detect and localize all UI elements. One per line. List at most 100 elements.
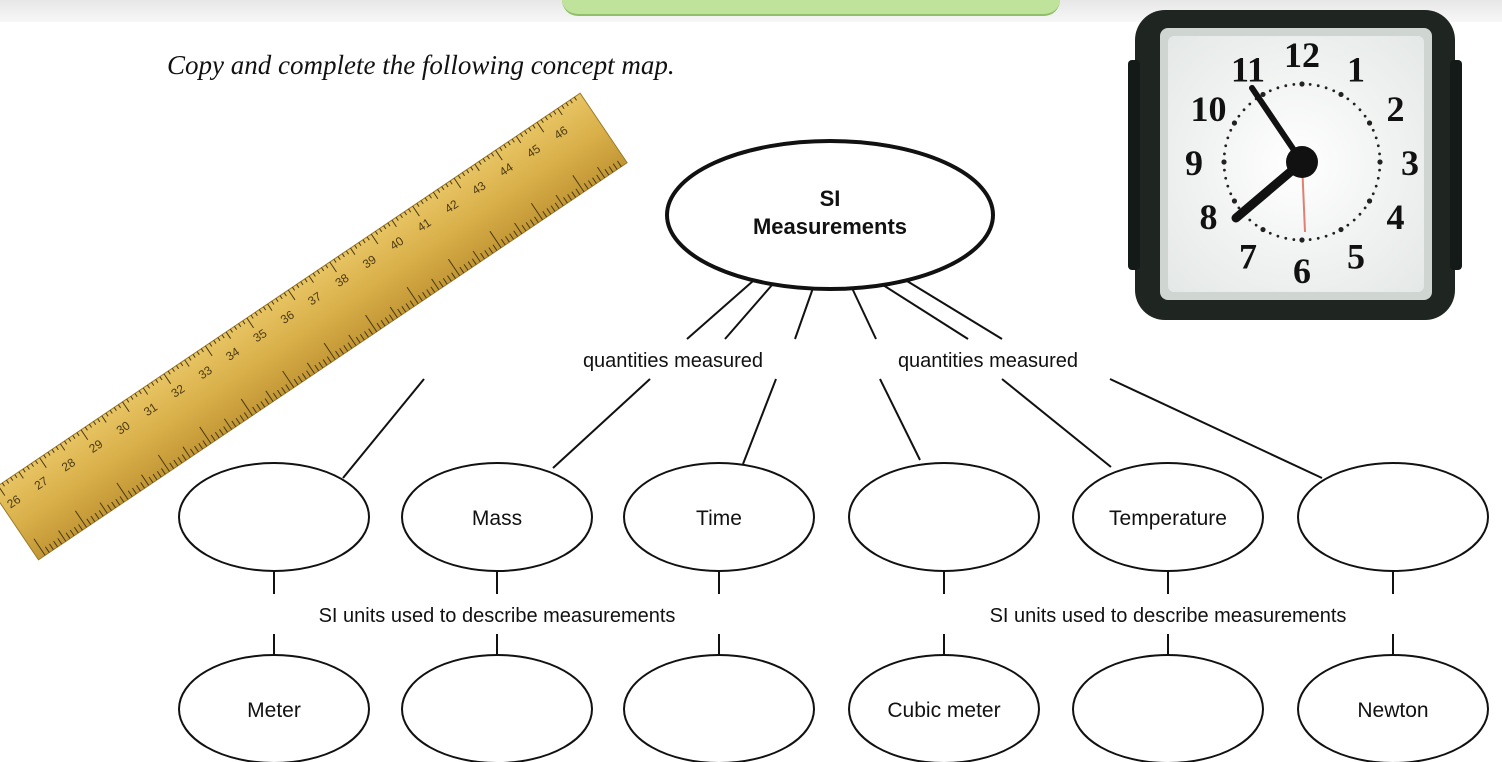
ruler-tick	[553, 110, 557, 115]
ruler-tick	[529, 219, 535, 226]
clock-tick-dot	[1378, 152, 1381, 156]
ruler-tick	[258, 309, 262, 314]
ruler-tick	[466, 169, 470, 174]
ruler-tick	[58, 530, 67, 542]
ruler-tick	[111, 501, 117, 509]
ruler-tick	[515, 135, 522, 144]
ruler-tick	[408, 208, 412, 213]
unit-node-1: Meter	[178, 654, 370, 762]
ruler-tick	[520, 133, 524, 138]
ruler-tick	[453, 177, 462, 189]
unit-node-3	[623, 654, 815, 762]
ruler-tick	[500, 238, 506, 246]
ruler-tick	[451, 272, 456, 279]
edge-root-to-quantity-2-top	[724, 284, 773, 340]
ruler-tick	[282, 370, 295, 388]
ruler-tick	[49, 543, 54, 551]
clock-tick-dot	[1324, 234, 1328, 238]
ruler-tick	[281, 387, 286, 394]
ruler-tick	[51, 449, 55, 453]
ruler-tick	[376, 322, 382, 330]
ruler-tick	[318, 361, 324, 369]
ruler-tick	[488, 247, 494, 254]
ruler-tick	[163, 373, 172, 385]
ruler-tick	[138, 390, 142, 395]
ruler-tick	[432, 191, 439, 200]
clock-tick-dot	[1226, 184, 1230, 188]
ruler-tick	[142, 387, 149, 395]
clock-tick-dot	[1338, 91, 1344, 98]
ruler-tick	[474, 163, 480, 172]
ruler-tick	[374, 230, 379, 235]
ruler-tick	[76, 432, 80, 437]
ruler-tick	[243, 412, 249, 419]
clock-tick-dot	[1346, 97, 1350, 101]
ruler-tick	[167, 370, 171, 375]
ruler-tick	[55, 446, 59, 451]
clock-tick-dot	[1224, 144, 1228, 148]
ruler-tick	[225, 331, 232, 339]
ruler-tick	[546, 208, 552, 215]
ruler-tick	[200, 348, 204, 353]
ruler-tick	[557, 107, 563, 116]
edge-root-to-quantity-4-top	[851, 287, 877, 340]
ruler-tick	[192, 354, 196, 358]
ruler-tick	[6, 479, 10, 484]
quantity-node-label: Time	[696, 507, 742, 530]
ruler-tick	[403, 211, 408, 216]
unit-node-2	[401, 654, 593, 762]
link-label-units-right: SI units used to describe measurements	[990, 605, 1347, 627]
unit-node-ellipse	[178, 654, 370, 762]
ruler-tick	[204, 345, 213, 357]
ruler-tick	[549, 113, 553, 118]
ruler-tick	[561, 105, 565, 110]
ruler-tick	[240, 398, 253, 416]
ruler-tick	[221, 334, 225, 339]
ruler-tick	[470, 166, 474, 171]
ruler-tick	[463, 264, 469, 271]
clock-tick-dot	[1332, 89, 1336, 93]
clock-tick-dot	[1292, 83, 1296, 86]
clock-tick-dot	[1229, 128, 1233, 132]
ruler-tick	[107, 504, 112, 511]
ruler-tick	[265, 390, 274, 402]
ruler-tick	[329, 261, 337, 273]
unit-node-5	[1072, 654, 1264, 762]
ruler-tick	[64, 440, 68, 445]
ruler-tick	[592, 177, 597, 184]
ruler-tick	[368, 328, 374, 335]
ruler-tick	[341, 253, 345, 258]
ruler-tick	[391, 219, 397, 228]
ruler-tick	[418, 294, 423, 302]
ruler-tick	[47, 451, 51, 456]
quantity-node-label: Temperature	[1109, 507, 1227, 530]
ruler-tick	[370, 233, 379, 245]
ruler-tick	[10, 477, 14, 481]
ruler-tick	[99, 502, 108, 514]
ruler-tick	[449, 180, 453, 185]
ruler-tick	[514, 222, 523, 235]
ruler-tick	[209, 342, 213, 347]
ruler-tick	[182, 446, 191, 458]
ruler-body	[0, 92, 628, 561]
ruler-tick	[438, 280, 444, 288]
ruler-tick	[159, 376, 163, 381]
ruler-tick	[583, 182, 589, 190]
ruler-tick	[534, 216, 539, 223]
ruler-tick	[575, 188, 581, 195]
ruler-tick	[72, 435, 76, 439]
clock-tick-dot	[1308, 83, 1312, 86]
edges	[273, 280, 1394, 655]
ruler-tick	[459, 266, 465, 274]
clock-tick-dot	[1260, 91, 1266, 98]
ruler-tick	[126, 398, 130, 403]
clock-tick-dot	[1248, 102, 1252, 106]
ruler-tick	[78, 524, 83, 531]
ruler-tick	[524, 130, 528, 135]
header-green-tab	[562, 0, 1060, 16]
ruler-tick	[489, 230, 502, 249]
clock-tick-dot	[1371, 192, 1375, 196]
root-node: SI Measurements	[665, 139, 995, 291]
ruler-tick	[74, 510, 87, 528]
quantity-node-ellipse	[1297, 462, 1489, 572]
